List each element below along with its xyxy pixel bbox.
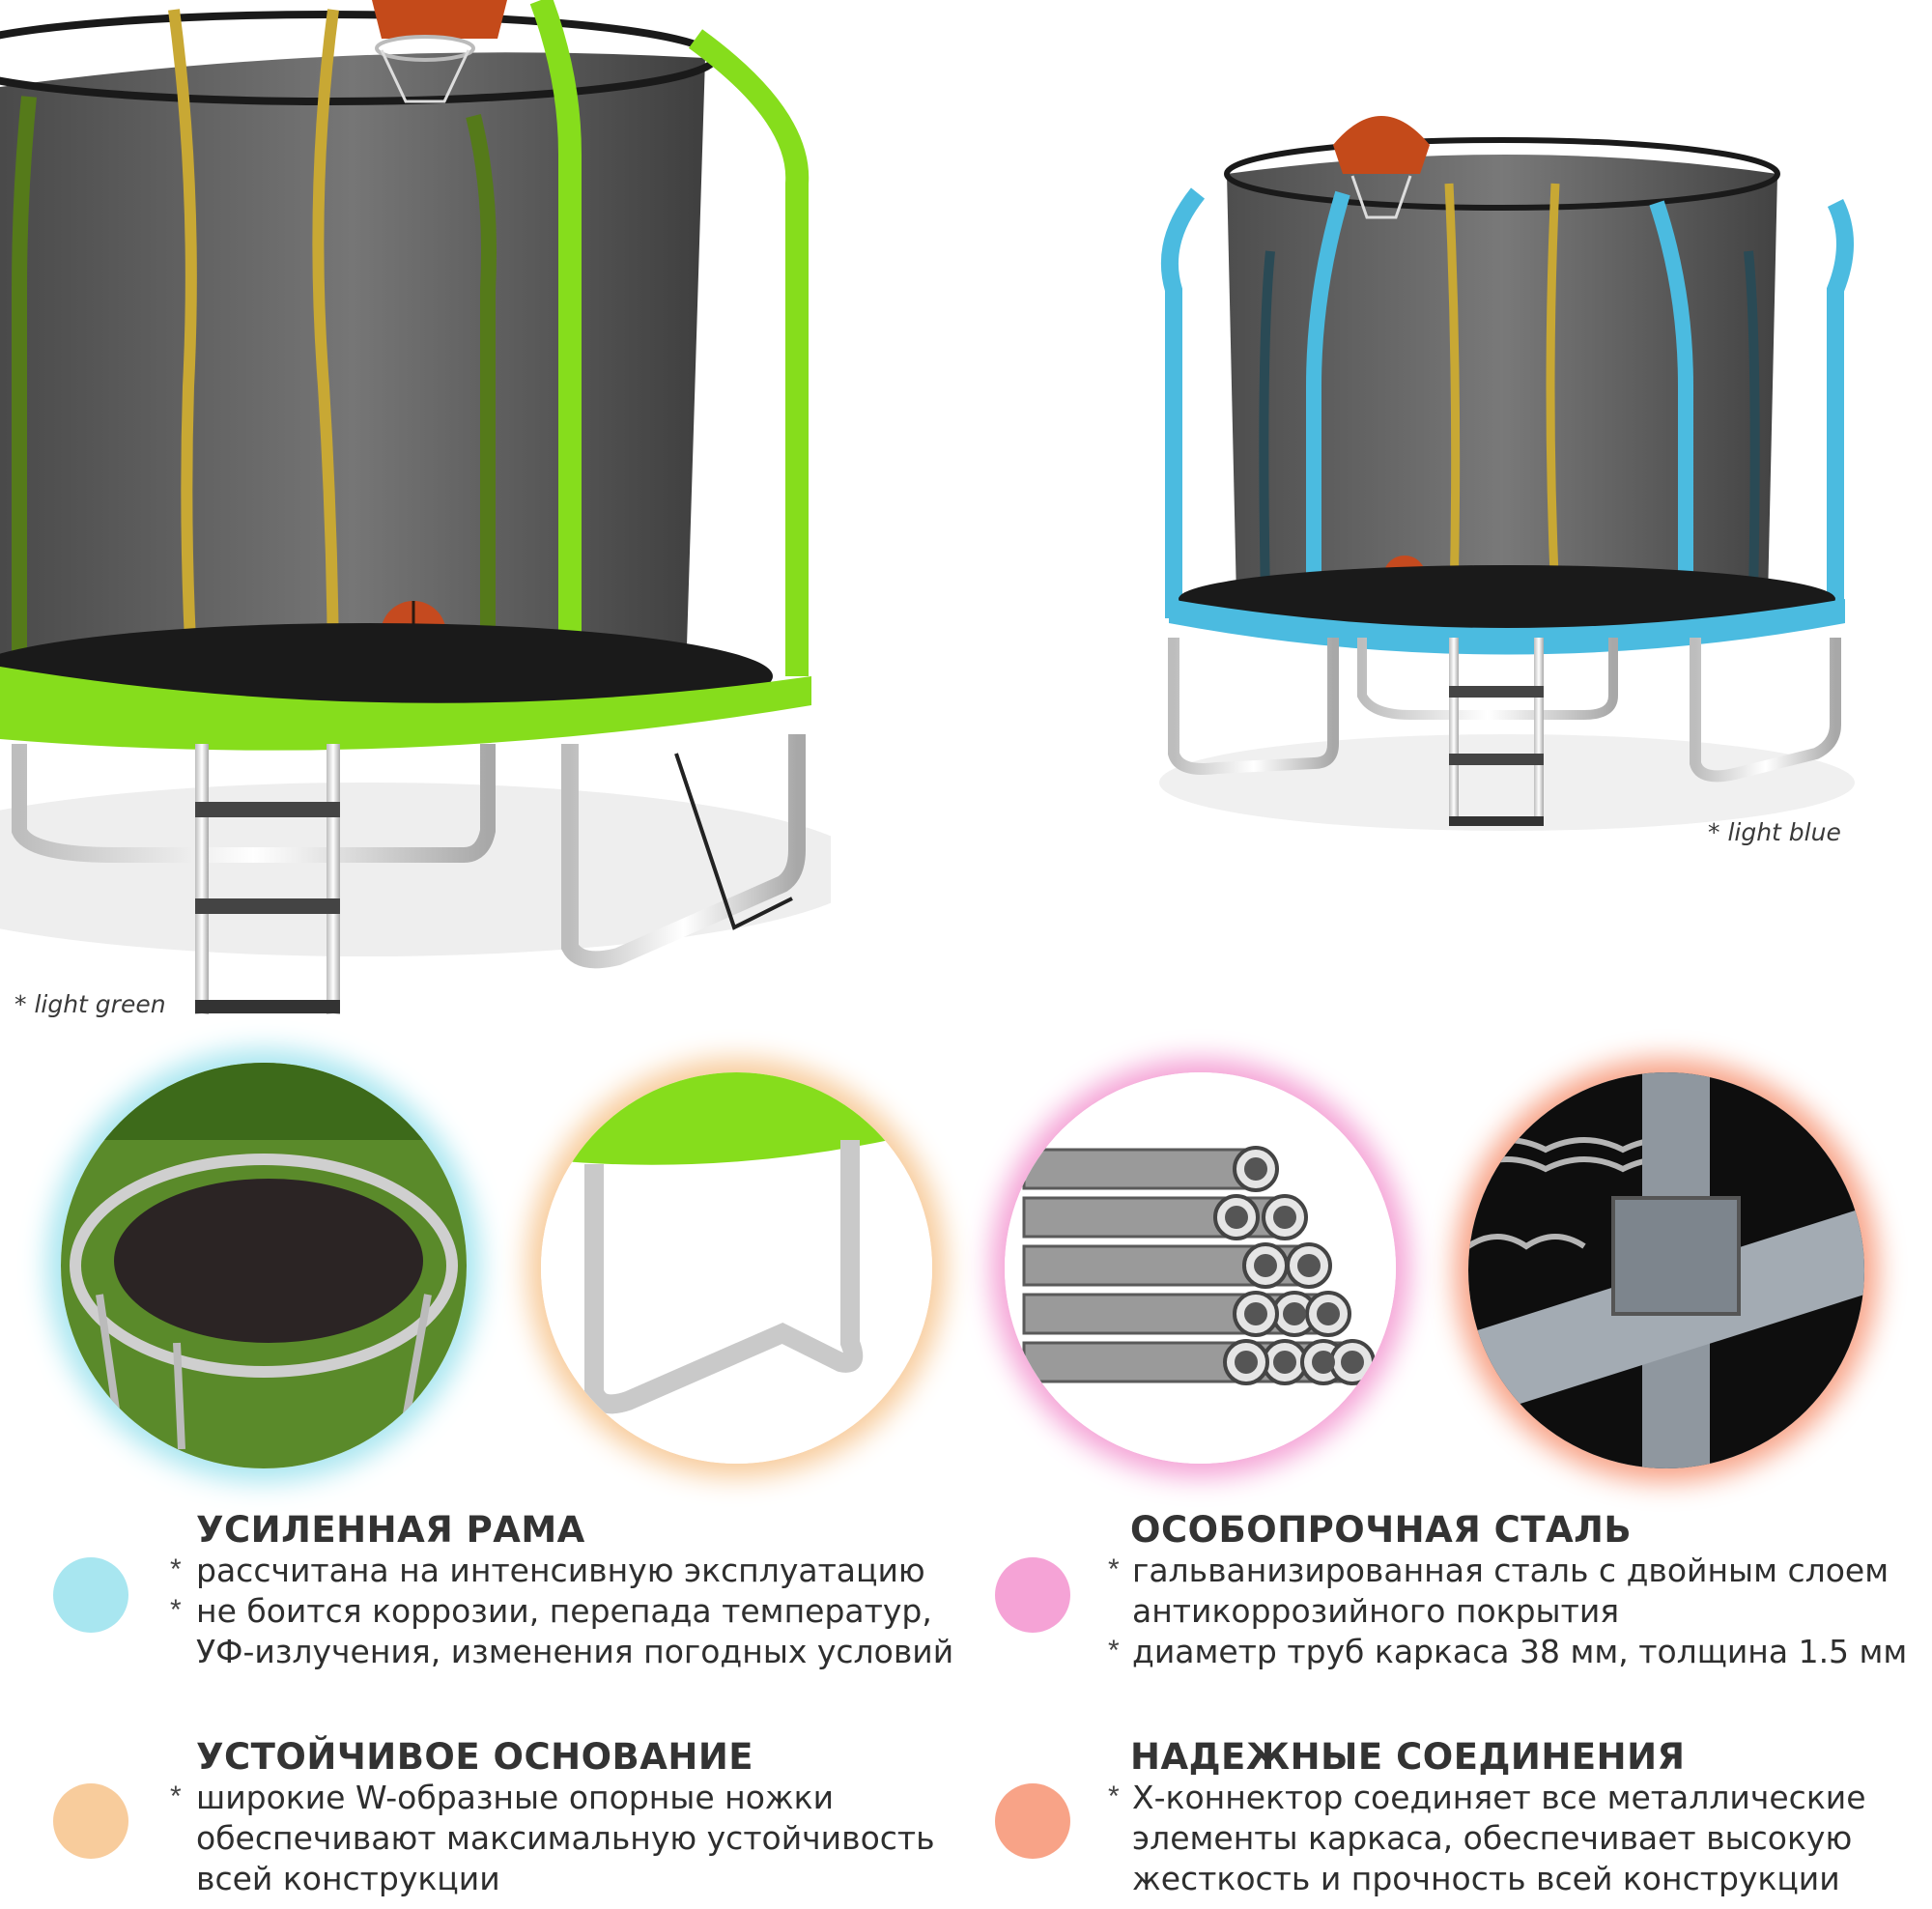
feature-bullet: * [170,1594,182,1626]
feature-title-frame: УСИЛЕННАЯ РАМА [196,1509,585,1551]
feature-title-connector: НАДЕЖНЫЕ СОЕДИНЕНИЯ [1130,1736,1686,1778]
feature-bullet: * [1108,1781,1120,1812]
feature-line: обеспечивают максимальную устойчивость [196,1819,935,1857]
feature-bullet: * [1108,1553,1120,1585]
feature-bullet: * [170,1553,182,1585]
feature-dot-steel [995,1557,1070,1633]
trampoline-blue-image [1159,97,1855,831]
feature-line: всей конструкции [196,1860,500,1897]
feature-dot-connector [995,1783,1070,1859]
detail-circle-steel [1005,1072,1396,1464]
trampoline-green-image [0,0,831,1024]
feature-line: антикоррозийного покрытия [1132,1592,1620,1630]
feature-title-steel: ОСОБОПРОЧНАЯ СТАЛЬ [1130,1509,1633,1551]
caption-light-blue: * light blue [1708,818,1841,846]
feature-bullet: * [170,1781,182,1812]
feature-line: элементы каркаса, обеспечивает высокую [1132,1819,1853,1857]
feature-dot-frame [53,1557,128,1633]
detail-circle-connector [1468,1072,1864,1468]
feature-line: широкие W-образные опорные ножки [196,1779,835,1816]
feature-line: не боится коррозии, перепада температур, [196,1592,932,1630]
feature-line: жесткость и прочность всей конструкции [1132,1860,1840,1897]
feature-bullet: * [1108,1635,1120,1667]
feature-line: гальванизированная сталь с двойным слоем [1132,1552,1889,1589]
feature-dot-base [53,1783,128,1859]
detail-circle-base [541,1072,932,1464]
caption-light-green: * light green [14,990,166,1018]
feature-title-base: УСТОЙЧИВОЕ ОСНОВАНИЕ [196,1736,754,1778]
feature-line: Х-коннектор соединяет все металлические [1132,1779,1866,1816]
detail-circle-frame [61,1063,467,1468]
feature-line: диаметр труб каркаса 38 мм, толщина 1.5 … [1132,1633,1908,1670]
feature-line: УФ-излучения, изменения погодных условий [196,1633,954,1670]
feature-line: рассчитана на интенсивную эксплуатацию [196,1552,925,1589]
